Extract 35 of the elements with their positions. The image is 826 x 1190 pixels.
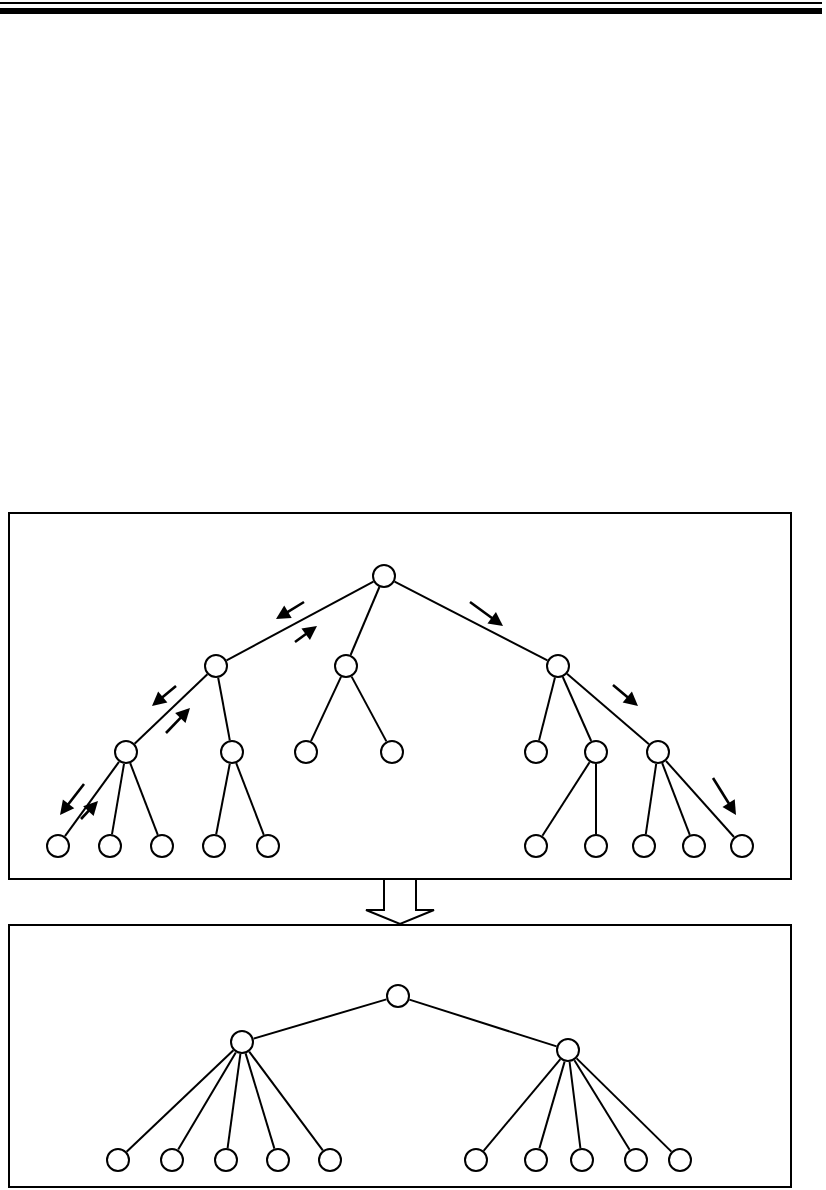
tree-edge (225, 580, 375, 662)
tree-edge (408, 998, 558, 1048)
tree-edge (133, 673, 209, 745)
tree-edge (538, 1060, 566, 1150)
tree-edge (226, 1052, 242, 1150)
tree-edge (64, 760, 120, 838)
tree-edge (217, 676, 231, 742)
tree-edge (568, 1061, 582, 1149)
tree-edge (573, 1059, 631, 1151)
block-arrow (365, 879, 435, 926)
tree-edge (561, 676, 593, 742)
tree-edge (125, 1049, 235, 1153)
tree-edge (235, 762, 265, 836)
tree-edge (350, 675, 388, 743)
tree-edge (482, 1058, 562, 1152)
tree-edge (215, 762, 231, 836)
tree-edge (538, 676, 556, 742)
tree-edge (252, 998, 388, 1040)
tree-edge (661, 762, 691, 836)
tree-edge (393, 580, 549, 662)
tree-edge (244, 1052, 276, 1150)
tree-edge (248, 1050, 324, 1152)
tree-panel (8, 512, 792, 880)
tree-edge (111, 762, 125, 836)
tree-edge (310, 675, 342, 743)
tree-edge (349, 586, 381, 656)
tree-edge (575, 1057, 673, 1153)
tree-edge (129, 762, 159, 836)
tree-edge (644, 762, 658, 836)
tree-panel (8, 924, 792, 1188)
tree-edge (566, 672, 650, 746)
tree-edge (665, 760, 735, 838)
tree-edge (541, 761, 591, 837)
tree-edge (595, 763, 597, 835)
tree-edge (177, 1051, 237, 1151)
